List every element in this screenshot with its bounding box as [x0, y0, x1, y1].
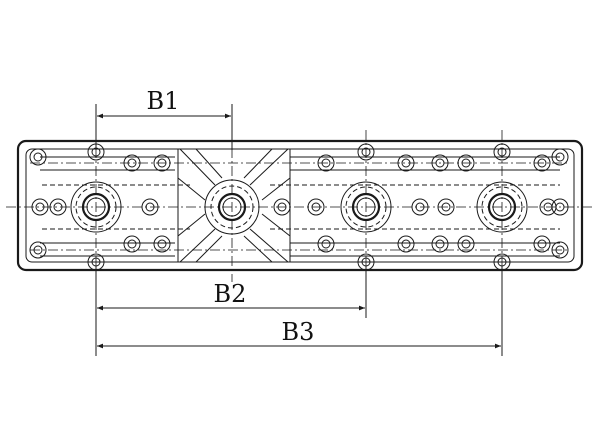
dimension-b1: B1 — [97, 87, 231, 119]
small-hole-core-32 — [555, 202, 565, 212]
small-hole-4 — [317, 154, 335, 172]
small-hole-core-12 — [33, 245, 43, 255]
bore-3 — [340, 181, 392, 233]
small-hole-core-5 — [361, 147, 371, 157]
small-hole-8 — [457, 154, 475, 172]
small-hole-core-10 — [537, 158, 547, 168]
small-hole-10 — [533, 154, 551, 172]
small-hole-core-24 — [35, 202, 45, 212]
small-hole-28 — [307, 198, 325, 216]
small-hole-20 — [457, 235, 475, 253]
small-hole-26 — [141, 198, 159, 216]
small-hole-core-26 — [145, 202, 155, 212]
small-hole-core-25 — [53, 202, 63, 212]
dimension-label-b2: B2 — [214, 280, 247, 308]
small-hole-2 — [123, 154, 141, 172]
small-hole-14 — [123, 235, 141, 253]
small-hole-core-19 — [435, 239, 445, 249]
small-hole-18 — [397, 235, 415, 253]
dimension-label-b1: B1 — [147, 87, 180, 115]
small-hole-6 — [397, 154, 415, 172]
small-hole-15 — [153, 235, 171, 253]
small-hole-3 — [153, 154, 171, 172]
small-hole-core-23 — [555, 245, 565, 255]
bore-holes — [70, 179, 528, 235]
small-hole-16 — [317, 235, 335, 253]
small-hole-22 — [533, 235, 551, 253]
small-hole-0 — [29, 148, 47, 166]
small-hole-30 — [437, 198, 455, 216]
small-holes — [29, 143, 569, 271]
slot-lines — [40, 156, 560, 257]
small-hole-24 — [31, 198, 49, 216]
plate — [16, 139, 584, 272]
small-hole-25 — [49, 198, 67, 216]
bore-1 — [70, 181, 122, 233]
extension-lines — [95, 104, 503, 356]
small-hole-27 — [273, 198, 291, 216]
center-lines — [6, 130, 594, 282]
small-hole-core-16 — [321, 239, 331, 249]
small-hole-core-28 — [311, 202, 321, 212]
small-hole-12 — [29, 241, 47, 259]
bore-4 — [476, 181, 528, 233]
small-hole-core-29 — [415, 202, 425, 212]
small-hole-7 — [431, 154, 449, 172]
small-hole-11 — [551, 148, 569, 166]
small-hole-19 — [431, 235, 449, 253]
dimension-b2: B2 — [97, 280, 365, 311]
small-hole-core-2 — [127, 158, 137, 168]
small-hole-core-11 — [555, 152, 565, 162]
dimension-label-b3: B3 — [282, 318, 315, 346]
small-hole-core-22 — [537, 239, 547, 249]
small-hole-core-27 — [277, 202, 287, 212]
bore-2 — [204, 179, 260, 235]
small-hole-core-18 — [401, 239, 411, 249]
small-hole-core-15 — [157, 239, 167, 249]
center-web — [177, 148, 291, 263]
small-hole-core-9 — [497, 147, 507, 157]
small-hole-core-6 — [401, 158, 411, 168]
small-hole-9 — [493, 143, 511, 161]
small-hole-core-14 — [127, 239, 137, 249]
small-hole-5 — [357, 143, 375, 161]
small-hole-core-7 — [435, 158, 445, 168]
small-hole-29 — [411, 198, 429, 216]
small-hole-core-0 — [33, 152, 43, 162]
dimension-b3: B3 — [97, 318, 501, 349]
small-hole-core-20 — [461, 239, 471, 249]
small-hole-32 — [551, 198, 569, 216]
small-hole-23 — [551, 241, 569, 259]
small-hole-core-3 — [157, 158, 167, 168]
small-hole-core-8 — [461, 158, 471, 168]
small-hole-core-30 — [441, 202, 451, 212]
small-hole-core-4 — [321, 158, 331, 168]
